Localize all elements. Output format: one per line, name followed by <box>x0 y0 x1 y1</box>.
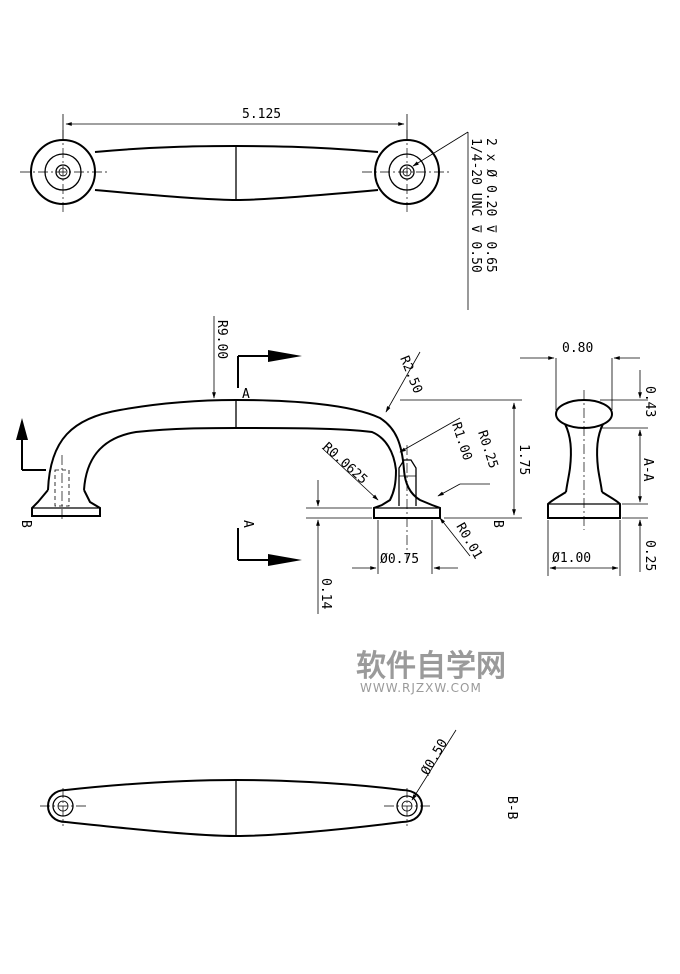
watermark-url: WWW.RJZXW.COM <box>360 681 482 695</box>
foot-height-dim: 0.14 <box>318 578 333 609</box>
section-b-right-label: B <box>490 520 505 528</box>
hole-callout-line1: 2 x Ø 0.20 ⊽ 0.65 <box>483 138 498 273</box>
top-view: 5.125 2 x Ø 0.20 ⊽ 0.65 1/4-20 UNC ⊽ 0.5… <box>20 107 498 310</box>
radius-main-dim: R9.00 <box>214 320 229 359</box>
head-height-dim: 0.43 <box>642 386 657 417</box>
radius-foot-edge-dim: R0.01 <box>453 521 486 562</box>
base-diameter-dim: Ø1.00 <box>552 551 591 566</box>
section-a-bottom-label: A <box>240 520 255 528</box>
section-aa-title: A-A <box>640 458 655 482</box>
radius-fillet-small-dim: R0.25 <box>474 429 500 471</box>
section-aa-view: 0.80 0.43 A-A 0.25 Ø1.00 <box>520 341 657 576</box>
section-a-top-label: A <box>242 387 250 402</box>
radius-outer-bend-dim: R2.50 <box>396 354 425 396</box>
base-height-dim: 0.25 <box>642 540 657 571</box>
hole-callout-line2: 1/4-20 UNC ⊽ 0.50 <box>468 138 483 273</box>
height-dim: 1.75 <box>516 444 531 475</box>
front-view: A A B B R9.00 R2.50 R1.00 R0.25 R0.0625 … <box>16 316 531 614</box>
radius-inner-bend-dim: R1.00 <box>448 421 474 463</box>
top-width-dim: 0.80 <box>562 341 593 356</box>
hole-diameter-dim: Ø0.50 <box>418 737 451 778</box>
overall-length-dim: 5.125 <box>242 107 281 122</box>
section-b-left-label: B <box>18 520 33 528</box>
watermark-cn: 软件自学网 <box>356 649 506 684</box>
radius-foot-top-dim: R0.0625 <box>319 440 370 488</box>
foot-diameter-dim: Ø0.75 <box>380 552 419 567</box>
section-bb-title: B-B <box>504 796 519 820</box>
section-bb-view: Ø0.50 B-B <box>40 729 519 838</box>
watermark: 软件自学网 WWW.RJZXW.COM <box>356 649 506 695</box>
